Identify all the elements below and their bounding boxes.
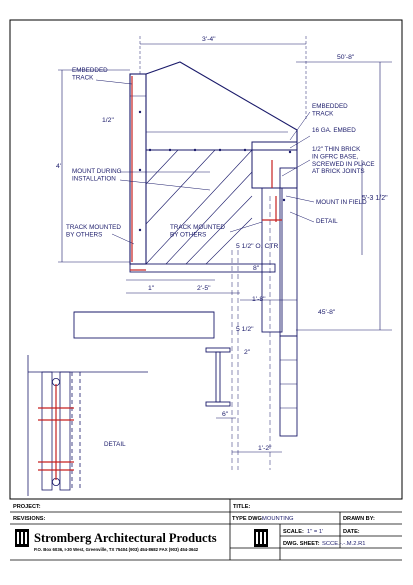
note-line: TRACK: [72, 74, 94, 81]
dim-elev-right: 5'-3 1/2": [362, 195, 388, 202]
detail-track-markers: [38, 384, 74, 480]
dim-one-inch: 1": [148, 285, 155, 292]
note-line: MOUNT DURING: [72, 168, 122, 175]
note-line: AT BRICK JOINTS: [312, 168, 365, 175]
dim-half-inch: 1/2": [102, 117, 114, 124]
dim-overall-width: 3'-4": [202, 36, 216, 43]
dim-one-eight: 1'-8": [252, 296, 266, 303]
dim-two-five: 2'-5": [197, 285, 211, 292]
drawn-by-label: DRAWN BY:: [343, 516, 375, 522]
dim-one-two: 1'-2": [258, 445, 272, 452]
scale-label: SCALE:: [283, 529, 304, 535]
note-line: IN GFRC BASE,: [312, 153, 358, 160]
dim-five-half: 5 1/2": [236, 326, 254, 333]
company-logo-left: [15, 529, 29, 547]
revisions-label: REVISIONS:: [13, 516, 45, 522]
title-label: TITLE:: [233, 504, 251, 510]
dim-eight: 8": [253, 265, 260, 272]
sheet-value: SCCE.-.-.M.2.R1: [322, 541, 365, 547]
note-detail-ref: DETAIL: [316, 218, 338, 225]
dim-spacing: 5 1/2" O. CTR: [236, 243, 279, 250]
type-dwg-label: TYPE DWG:: [232, 516, 264, 522]
note-line: 1/2" THIN BRICK: [312, 146, 361, 153]
drawing-border: [9, 19, 403, 500]
dim-height-left: 4': [56, 163, 61, 170]
dim-six: 6": [222, 411, 229, 418]
note-line: DETAIL: [104, 441, 126, 448]
note-line: MOUNT IN FIELD: [316, 199, 367, 206]
scale-value: 1" = 1': [307, 529, 323, 535]
title-block: [10, 498, 402, 561]
project-label: PROJECT:: [13, 504, 41, 510]
note-line: TRACK MOUNTED: [66, 224, 121, 231]
note-line: TRACK MOUNTED: [170, 224, 225, 231]
note-line: EMBEDDED: [312, 103, 348, 110]
note-line: BY OTHERS: [170, 231, 206, 238]
company-name: Stromberg Architectural Products: [34, 531, 217, 545]
dim-two: 2": [244, 349, 251, 356]
note-line: SCREWED IN PLACE: [312, 161, 375, 168]
company-address: P.O. Box 6036, I-30 West, Greenville, TX…: [34, 547, 199, 552]
section-view: [58, 36, 392, 470]
note-detail-label: DETAIL: [104, 441, 126, 448]
note-line: EMBEDDED: [72, 67, 108, 74]
note-mount-in-field: MOUNT IN FIELD: [316, 199, 367, 206]
company-logo-right: [254, 529, 268, 547]
note-line: 16 GA. EMBED: [312, 127, 356, 134]
dim-elev-top: 50'-8": [337, 54, 355, 61]
detail-view: [27, 355, 148, 496]
leader-lines: [95, 79, 315, 245]
note-line: DETAIL: [316, 218, 338, 225]
note-line: TRACK: [312, 110, 334, 117]
sheet-label: DWG. SHEET:: [283, 541, 320, 547]
note-line: INSTALLATION: [72, 175, 116, 182]
dim-elev-bottom: 45'-8": [318, 309, 336, 316]
note-ga-embed: 16 GA. EMBED: [312, 127, 356, 134]
track-markers: [130, 76, 282, 271]
type-dwg-value: MOUNTING: [262, 516, 294, 522]
fastener-symbols: [138, 110, 292, 232]
date-label: DATE:: [343, 529, 360, 535]
note-line: BY OTHERS: [66, 231, 102, 238]
